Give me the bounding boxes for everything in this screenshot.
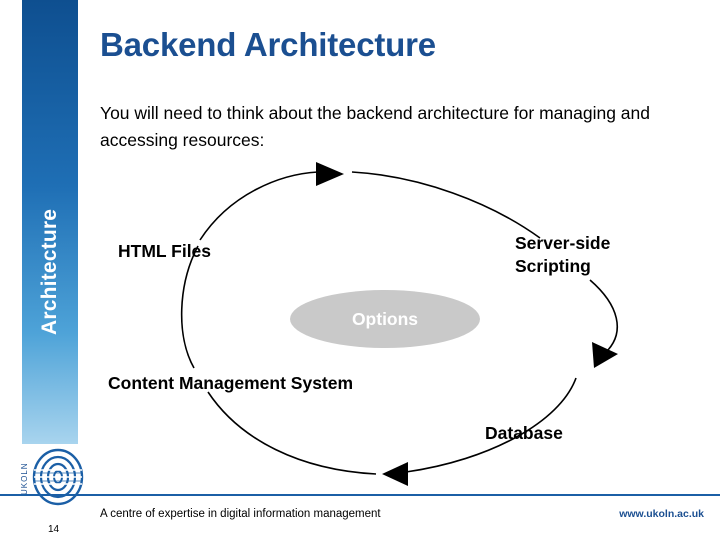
- diagram-center-options: Options: [290, 290, 480, 348]
- logo-mark-icon: [32, 448, 84, 506]
- arc-bottom-left: [207, 391, 377, 475]
- arrow-head-right: [592, 342, 618, 368]
- body-paragraph: You will need to think about the backend…: [100, 103, 651, 150]
- arc-bottom-right: [405, 377, 577, 473]
- slide-number: 14: [48, 524, 60, 535]
- diagram-node-server-side-scripting: Server-side Scripting: [515, 233, 611, 276]
- arrow-head-bottom: [382, 462, 408, 486]
- cycle-arrows-svg: [180, 162, 619, 486]
- diagram-node-content-management-system: Content Management System: [108, 373, 354, 393]
- diagram-center-label: Options: [351, 308, 419, 329]
- diagram-node-html-files: HTML Files: [118, 241, 212, 261]
- footer-note: A centre of expertise in digital informa…: [100, 508, 381, 520]
- arc-right: [589, 279, 619, 351]
- footer-url[interactable]: www.ukoln.ac.uk: [619, 508, 704, 520]
- section-label: Architecture: [38, 208, 61, 335]
- arrow-head-top: [316, 162, 344, 186]
- diagram-node-database: Database: [485, 423, 563, 443]
- cycle-diagram: HTML Files Server-side Scripting Content…: [90, 160, 690, 500]
- logo-wordmark: UKOLN: [20, 462, 29, 496]
- arc-top-right: [351, 171, 541, 239]
- arc-left: [180, 245, 199, 369]
- ukoln-logo: UKOLN: [20, 448, 84, 510]
- arc-top-left: [199, 171, 319, 241]
- sidebar-accent-band: Architecture: [22, 0, 78, 444]
- page-title: Backend Architecture: [100, 26, 436, 63]
- footer-divider: [0, 494, 720, 496]
